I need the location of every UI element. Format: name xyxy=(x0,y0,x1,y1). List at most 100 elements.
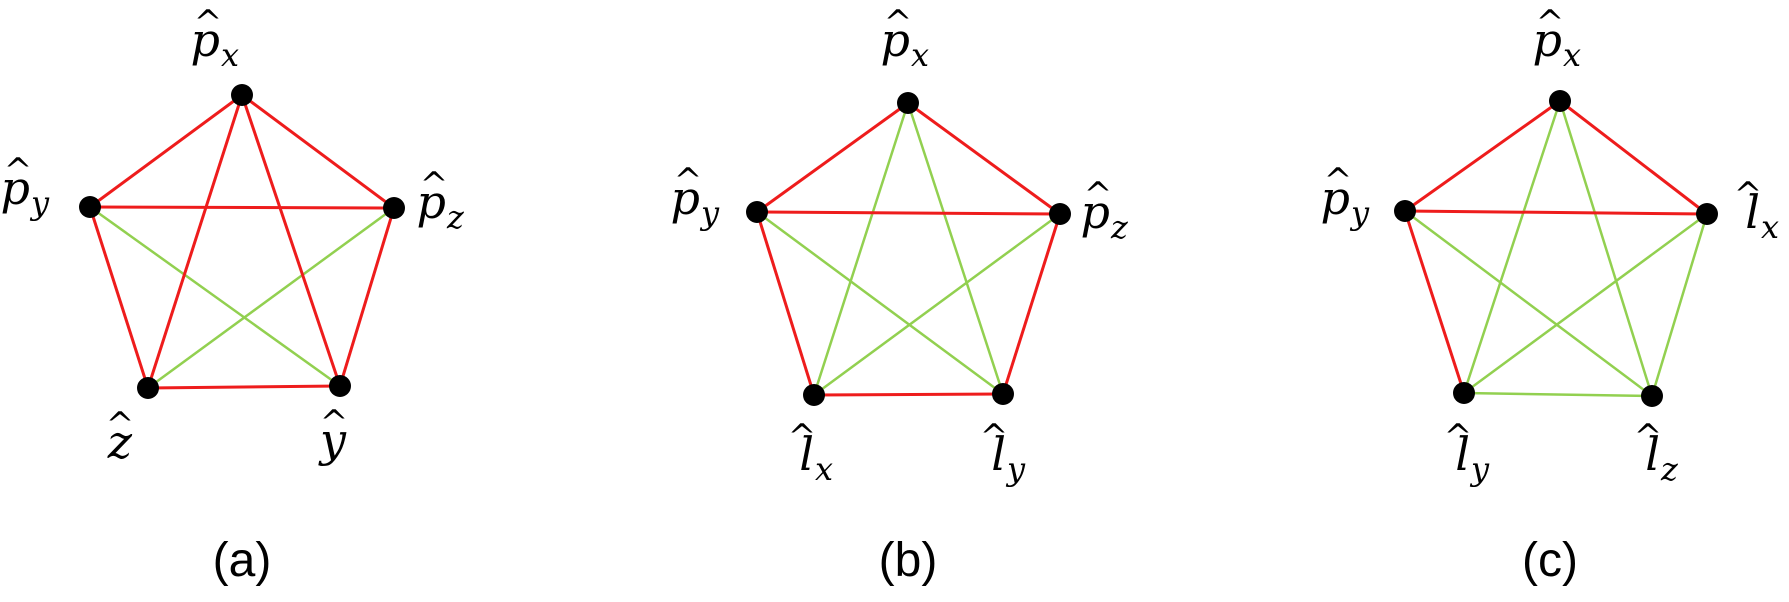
panel-a-label-left-base: p xyxy=(1,161,30,215)
panel-b-edges xyxy=(755,101,1062,397)
panel-b-edge-bottom_left-bottom_right xyxy=(813,392,1004,397)
panel-a-edge-top-left xyxy=(89,93,243,209)
panel-b-label-bottom_left-subscript: x xyxy=(815,450,833,488)
panel-c-edge-top-left xyxy=(1404,99,1561,213)
panel-a-node-bottom_right xyxy=(329,375,351,397)
panel-c-edges xyxy=(1403,99,1709,398)
panel-c-edge-top-bottom_right xyxy=(1558,100,1654,397)
panel-a-caption: (a) xyxy=(213,534,272,587)
panel-a-edge-right-bottom_right xyxy=(338,207,396,387)
panel-b-label-right-hat-icon: ^ xyxy=(1084,175,1113,215)
panel-c-label-bottom_left-subscript: y xyxy=(1469,450,1490,488)
panel-b-edge-top-bottom_left xyxy=(812,102,910,396)
panel-b-node-bottom_left xyxy=(803,384,825,406)
panel-c-label-left-hat-icon: ^ xyxy=(1324,161,1353,201)
panel-b-label-bottom_left: l^x xyxy=(788,417,833,488)
panel-b-node-left xyxy=(746,201,768,223)
panel-c-node-top xyxy=(1549,90,1571,112)
panel-c-label-bottom_right-base: l xyxy=(1645,427,1660,481)
panel-b-label-bottom_right-base: l xyxy=(991,427,1006,481)
panel-b-label-bottom_right: l^y xyxy=(980,417,1026,488)
panel-a-label-bottom_right: y^ xyxy=(318,403,348,467)
panel-b-label-left-subscript: y xyxy=(699,194,720,232)
panel-a-label-bottom_left-hat-icon: ^ xyxy=(106,405,135,445)
panel-c-label-bottom_left-base: l xyxy=(1455,427,1470,481)
panel-c-label-right-base: l xyxy=(1745,185,1760,239)
panel-c-node-bottom_right xyxy=(1641,385,1663,407)
panel-a-label-right-subscript: z xyxy=(446,198,465,236)
panel-a-label-left-subscript: y xyxy=(29,184,50,222)
panel-b-label-left-base: p xyxy=(671,171,700,225)
panel-b-label-left-hat-icon: ^ xyxy=(674,161,703,201)
panel-a-nodes xyxy=(79,84,405,399)
panel-a-label-right: p^z xyxy=(417,165,465,236)
panel-a-label-top-hat-icon: ^ xyxy=(194,3,223,43)
panel-b-caption: (b) xyxy=(879,534,938,587)
panel-b-node-bottom_right xyxy=(992,383,1014,405)
panel-a-label-left: p^y xyxy=(1,151,50,222)
panel-b-edge-top-bottom_right xyxy=(906,102,1005,395)
panel-a-node-left xyxy=(79,196,101,218)
panel-b-label-bottom_left-base: l xyxy=(799,427,814,481)
panel-a-label-top-base: p xyxy=(191,13,220,67)
panel-b-edge-top-left xyxy=(756,101,909,214)
panel-b-label-top-hat-icon: ^ xyxy=(884,3,913,43)
panel-a-node-bottom_left xyxy=(137,377,159,399)
panel-a-label-bottom_left: z^ xyxy=(106,405,135,469)
panel-a-edge-left-bottom_left xyxy=(88,206,150,389)
panel-b-edge-left-right xyxy=(756,210,1061,216)
panel-b-nodes xyxy=(746,92,1071,406)
panel-c-edge-left-right xyxy=(1404,209,1708,216)
panel-c-nodes xyxy=(1394,90,1718,407)
panel-c-label-left-subscript: y xyxy=(1349,194,1370,232)
panel-c-node-right xyxy=(1696,203,1718,225)
panel-b-label-top: p^x xyxy=(881,3,930,74)
panel-c-label-right-subscript: x xyxy=(1761,208,1779,246)
panel-b-label-bottom_left-hat-icon: ^ xyxy=(788,417,817,457)
panel-a-label-left-hat-icon: ^ xyxy=(4,151,33,191)
panel-a-edges xyxy=(88,93,396,390)
panel-c-edge-bottom_left-bottom_right xyxy=(1463,391,1653,398)
panel-b-edge-left-bottom_left xyxy=(755,211,816,396)
panel-c-label-left-base: p xyxy=(1321,171,1350,225)
panel-a-node-top xyxy=(231,84,253,106)
panel-a-label-right-base: p xyxy=(417,175,446,229)
panel-c-edge-right-bottom_left xyxy=(1463,212,1708,395)
panel-b-label-bottom_right-hat-icon: ^ xyxy=(980,417,1009,457)
panel-c-label-bottom_right-hat-icon: ^ xyxy=(1634,417,1663,457)
panel-b-label-right-subscript: z xyxy=(1110,208,1129,246)
panel-c-edge-top-right xyxy=(1559,99,1708,216)
panel-b-node-top xyxy=(897,92,919,114)
panel-a-edge-top-bottom_left xyxy=(146,94,244,389)
panel-c-node-bottom_left xyxy=(1453,382,1475,404)
panel-c-edge-right-bottom_right xyxy=(1650,213,1709,397)
panel-c-node-left xyxy=(1394,200,1416,222)
panel-c-edge-top-bottom_left xyxy=(1462,100,1562,394)
panel-c-label-bottom_left-hat-icon: ^ xyxy=(1444,417,1473,457)
panel-a-edge-top-bottom_right xyxy=(240,94,342,387)
panel-b-edge-right-bottom_right xyxy=(1001,213,1062,395)
panel-b-node-right xyxy=(1049,203,1071,225)
panel-c-label-bottom_left: l^y xyxy=(1444,417,1490,488)
panel-a-label-right-hat-icon: ^ xyxy=(420,165,449,205)
panel-c-edge-left-bottom_right xyxy=(1404,209,1653,398)
panel-c-label-left: p^y xyxy=(1321,161,1370,232)
panel-b-label-top-subscript: x xyxy=(911,36,929,74)
panel-c-edge-left-bottom_left xyxy=(1403,210,1466,394)
panel-b-label-right: p^z xyxy=(1081,175,1129,246)
panel-a-edge-left-bottom_right xyxy=(89,205,341,388)
panel-c-label-bottom_right: l^z xyxy=(1634,417,1679,488)
panel-c-label-top: p^x xyxy=(1533,3,1582,74)
panel-a-label-bottom_right-base: y xyxy=(318,413,347,467)
panel-a-label-top: p^x xyxy=(191,3,240,74)
panel-c-caption: (c) xyxy=(1522,534,1578,587)
panel-c-label-right-hat-icon: ^ xyxy=(1734,175,1763,215)
panel-c-label-top-hat-icon: ^ xyxy=(1536,3,1565,43)
